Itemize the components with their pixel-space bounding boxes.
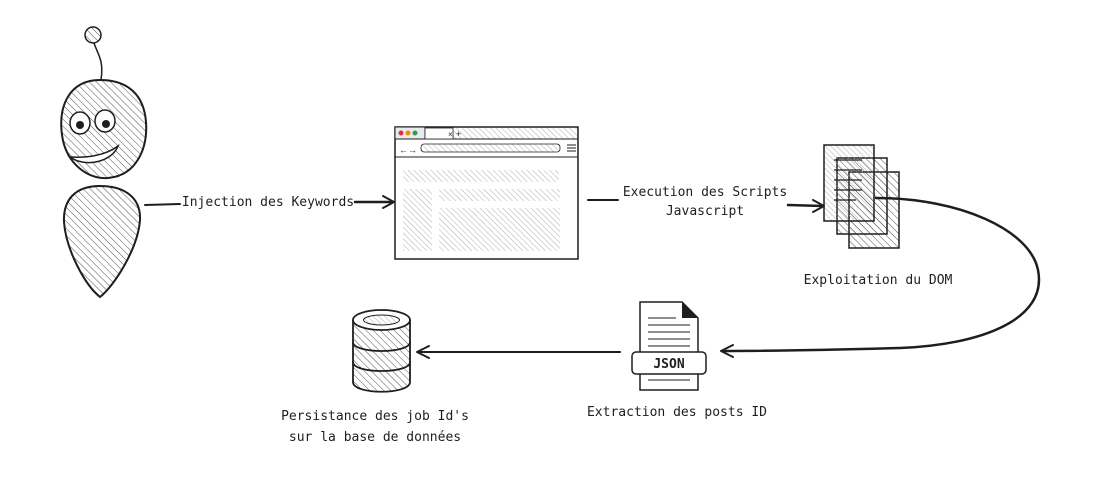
edge-robot-to-browser: Injection des Keywords (144, 195, 395, 210)
database-icon (352, 309, 411, 393)
browser-window-icon: × + ←→ (394, 126, 579, 260)
edge-label-execution: Execution des Scripts (623, 185, 787, 200)
database-label-line2: sur la base de données (289, 430, 461, 445)
edge-label-javascript: Javascript (666, 204, 744, 219)
svg-text:←→: ←→ (399, 145, 417, 155)
svg-text:+: + (456, 129, 461, 139)
edge-label-injection: Injection des Keywords (182, 195, 354, 210)
edge-dom-to-json (720, 196, 1041, 358)
edge-json-to-database (416, 345, 621, 359)
json-file-icon: JSON (631, 301, 707, 391)
robot-icon (60, 26, 148, 299)
dom-label: Exploitation du DOM (804, 273, 953, 288)
json-badge: JSON (653, 357, 684, 372)
svg-text:×: × (448, 130, 453, 139)
database-label-line1: Persistance des job Id's (281, 409, 469, 424)
edge-browser-to-dom: Execution des Scripts Javascript (587, 185, 825, 219)
documents-stack-icon (823, 144, 900, 249)
json-label: Extraction des posts ID (587, 405, 767, 420)
